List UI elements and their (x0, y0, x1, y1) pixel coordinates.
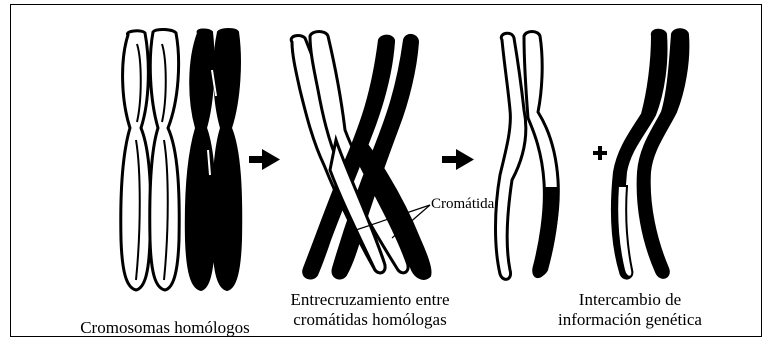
caption-exchange: Intercambio de información genética (545, 290, 715, 330)
black-chromatid-right (213, 29, 241, 290)
caption-homologous-text: Cromosomas homólogos (80, 318, 250, 337)
black-chromosome-1 (186, 29, 241, 290)
recombinant-white-chromosome (496, 32, 559, 280)
homologous-pair (121, 29, 241, 290)
crossing-over-pair: Cromátidas (291, 32, 500, 279)
caption-crossing-line1: Entrecruzamiento entre (290, 290, 450, 310)
caption-exchange-line1: Intercambio de (545, 290, 715, 310)
caption-crossing-line2: cromátidas homólogas (290, 310, 450, 330)
white-chromosome-1 (121, 29, 179, 290)
white-chromatid-left (121, 31, 151, 290)
recombinant-white-chromatid-a (496, 33, 526, 279)
right-arrow-icon (442, 149, 474, 170)
right-arrow-icon (249, 149, 280, 170)
cromatidas-label: Cromátidas (431, 196, 500, 212)
recombinant-black-chromosome (612, 29, 688, 278)
caption-exchange-line2: información genética (545, 310, 715, 330)
plus-icon (593, 146, 607, 160)
caption-crossing-over: Entrecruzamiento entre cromátidas homólo… (290, 290, 450, 330)
recombinant-black-segment (535, 188, 558, 275)
black-chromatid-left (186, 29, 215, 290)
caption-homologous: Cromosomas homólogos (65, 318, 265, 338)
